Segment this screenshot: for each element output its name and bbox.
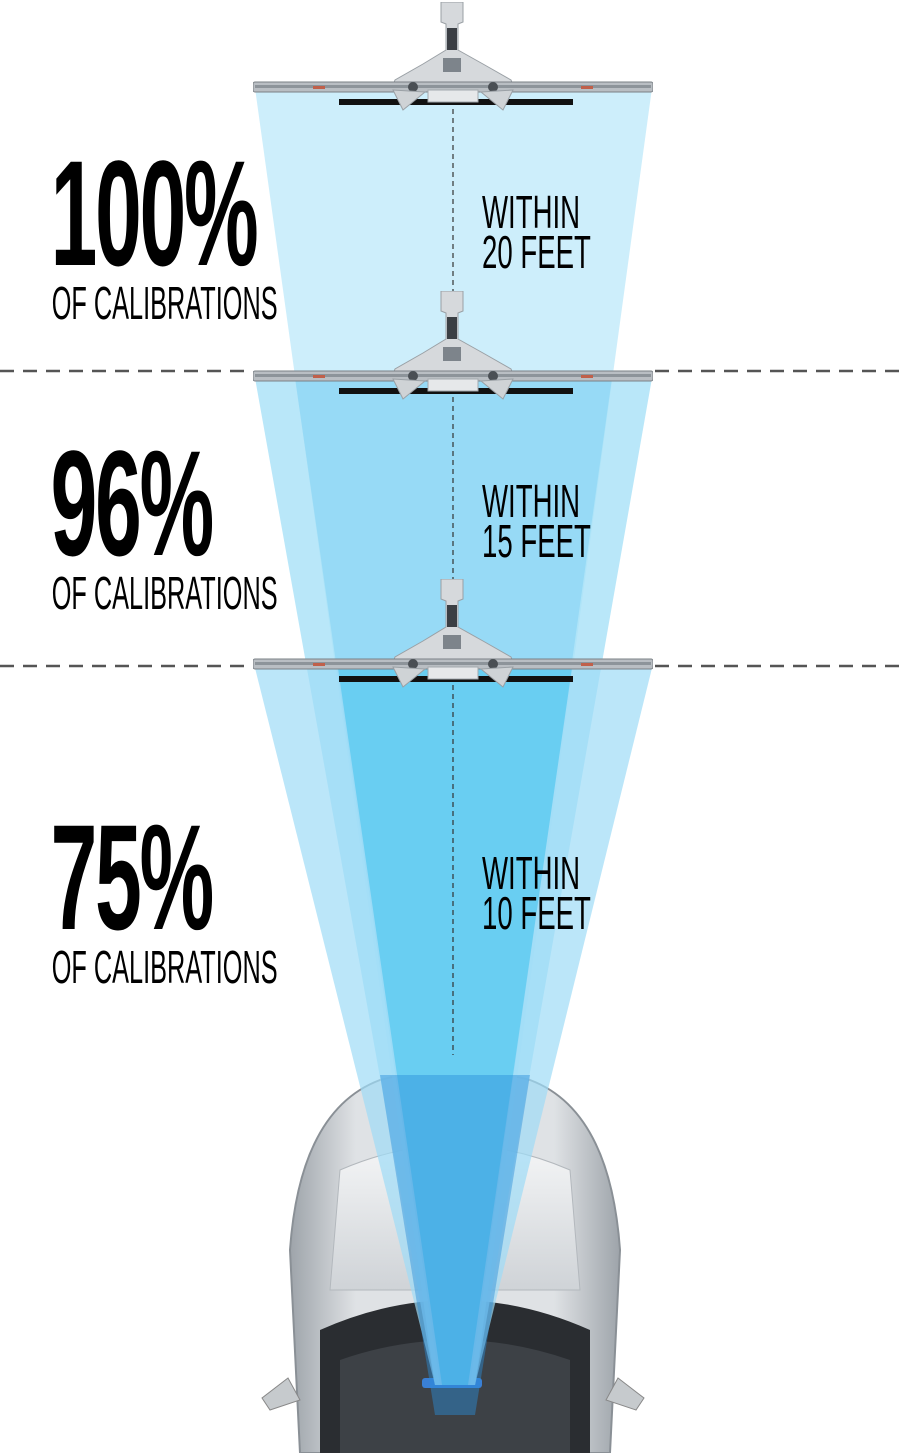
stat-caption: OF CALIBRATIONS <box>51 567 278 619</box>
distance-line2: 15 FEET <box>482 515 591 567</box>
distance-label-10ft: WITHIN 10 FEET <box>482 850 591 939</box>
distance-line2: 10 FEET <box>482 887 591 939</box>
camera-beams <box>255 88 652 1415</box>
stat-100: 100% OF CALIBRATIONS <box>0 129 278 329</box>
stat-caption: OF CALIBRATIONS <box>51 941 278 993</box>
stat-75: 75% OF CALIBRATIONS <box>0 793 278 993</box>
stat-96: 96% OF CALIBRATIONS <box>0 419 278 619</box>
distance-line2: 20 FEET <box>482 226 591 278</box>
beam-hood-glow <box>380 1075 530 1415</box>
stat-percent: 75% <box>50 793 215 961</box>
beam-10ft-core <box>338 668 572 1385</box>
distance-label-20ft: WITHIN 20 FEET <box>482 189 591 278</box>
stat-percent: 96% <box>50 419 215 587</box>
stat-percent: 100% <box>50 129 259 297</box>
distance-label-15ft: WITHIN 15 FEET <box>482 478 591 567</box>
stat-caption: OF CALIBRATIONS <box>51 277 278 329</box>
